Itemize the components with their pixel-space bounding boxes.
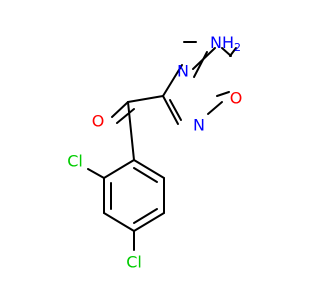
bond-c3-n4 (162, 64, 183, 97)
benzene-ring (87, 159, 165, 251)
bond-c4-c5 (133, 212, 165, 232)
bond-o1-c5 (216, 91, 230, 97)
nh2-subscript: 2 (234, 41, 241, 54)
bond-c6-c1 (133, 159, 165, 179)
bond-c2-cl (87, 168, 105, 179)
oxadiazole-ring (162, 41, 237, 125)
nh2-n: NH (210, 33, 234, 52)
atom-label-nh2: NH2 (210, 33, 241, 54)
structure-canvas: NH2 N O N O Cl Cl (0, 0, 300, 300)
bond-n2-o1 (207, 101, 223, 115)
bond-c3-c4 (103, 212, 135, 232)
molecule-structure: NH2 N O N O Cl Cl (0, 0, 300, 300)
bond-n4-c5-inner (193, 51, 208, 78)
atom-label-carbonyl-o: O (92, 112, 105, 131)
bond-c3-n2-inner (169, 99, 182, 121)
atom-label-n2: N (193, 116, 205, 135)
atom-label-cl-para: Cl (126, 253, 142, 272)
bond-c1-c2 (103, 159, 135, 179)
bond-c3-n2 (162, 95, 179, 125)
atom-label-o1: O (230, 89, 243, 108)
atom-label-cl-ortho: Cl (67, 152, 83, 171)
bond-c4-c5-inner (133, 208, 158, 224)
bond-carbonyl-o-double (116, 108, 135, 124)
bond-carbonyl-o (111, 101, 129, 118)
atom-label-n4: N (177, 62, 189, 81)
bond-c5-o1 (221, 47, 232, 57)
background (0, 0, 300, 300)
bond-c6-c1-inner (133, 167, 158, 183)
carbonyl-group (111, 95, 164, 161)
bond-c3-carbonyl (127, 95, 164, 103)
bond-carbonyl-aryl (127, 101, 135, 161)
